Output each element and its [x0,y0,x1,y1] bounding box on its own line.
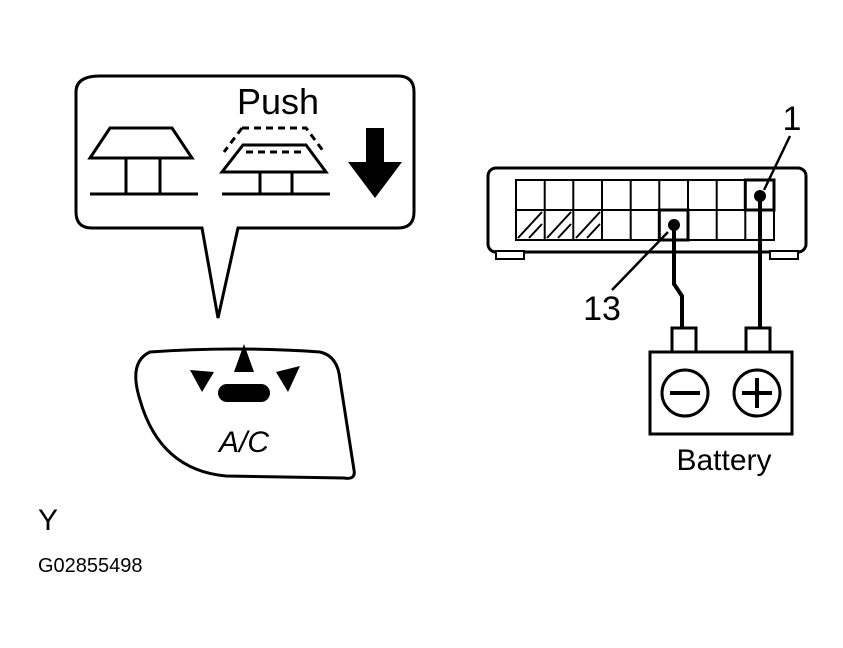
negative-lead [672,228,684,328]
plus-icon [732,368,782,418]
connector-foot-left [495,250,525,260]
pin-1-label: 1 [783,100,802,138]
battery-terminal-positive [744,326,772,354]
push-label: Push [237,81,319,122]
test-leads [672,200,762,328]
terminal-1-probe [754,190,766,202]
battery-label: Battery [676,444,771,477]
indicator-triangle-left-icon [190,370,214,392]
push-callout: Push [74,74,416,319]
pin-13-label: 13 [583,290,621,328]
battery-terminal-negative [670,326,698,354]
connector-foot-right [769,250,799,260]
figure-id: G02855498 [38,555,143,577]
pin-13-leader [611,231,669,291]
indicator-triangle-right-icon [276,366,300,392]
ac-switch: A/C [134,344,356,480]
indicator-triangle-up-icon [234,344,254,372]
switch-label: A/C [217,426,269,459]
button-released-icon [87,126,198,196]
terminal-13-probe [668,219,680,231]
minus-icon [660,368,710,418]
down-arrow-icon [348,128,402,198]
switch-panel [134,347,356,480]
view-letter: Y [38,504,58,537]
button-pressed-icon [218,126,330,196]
indicator-lamp [218,384,270,402]
pin-1-leader [762,135,792,191]
battery: Battery [648,326,794,477]
